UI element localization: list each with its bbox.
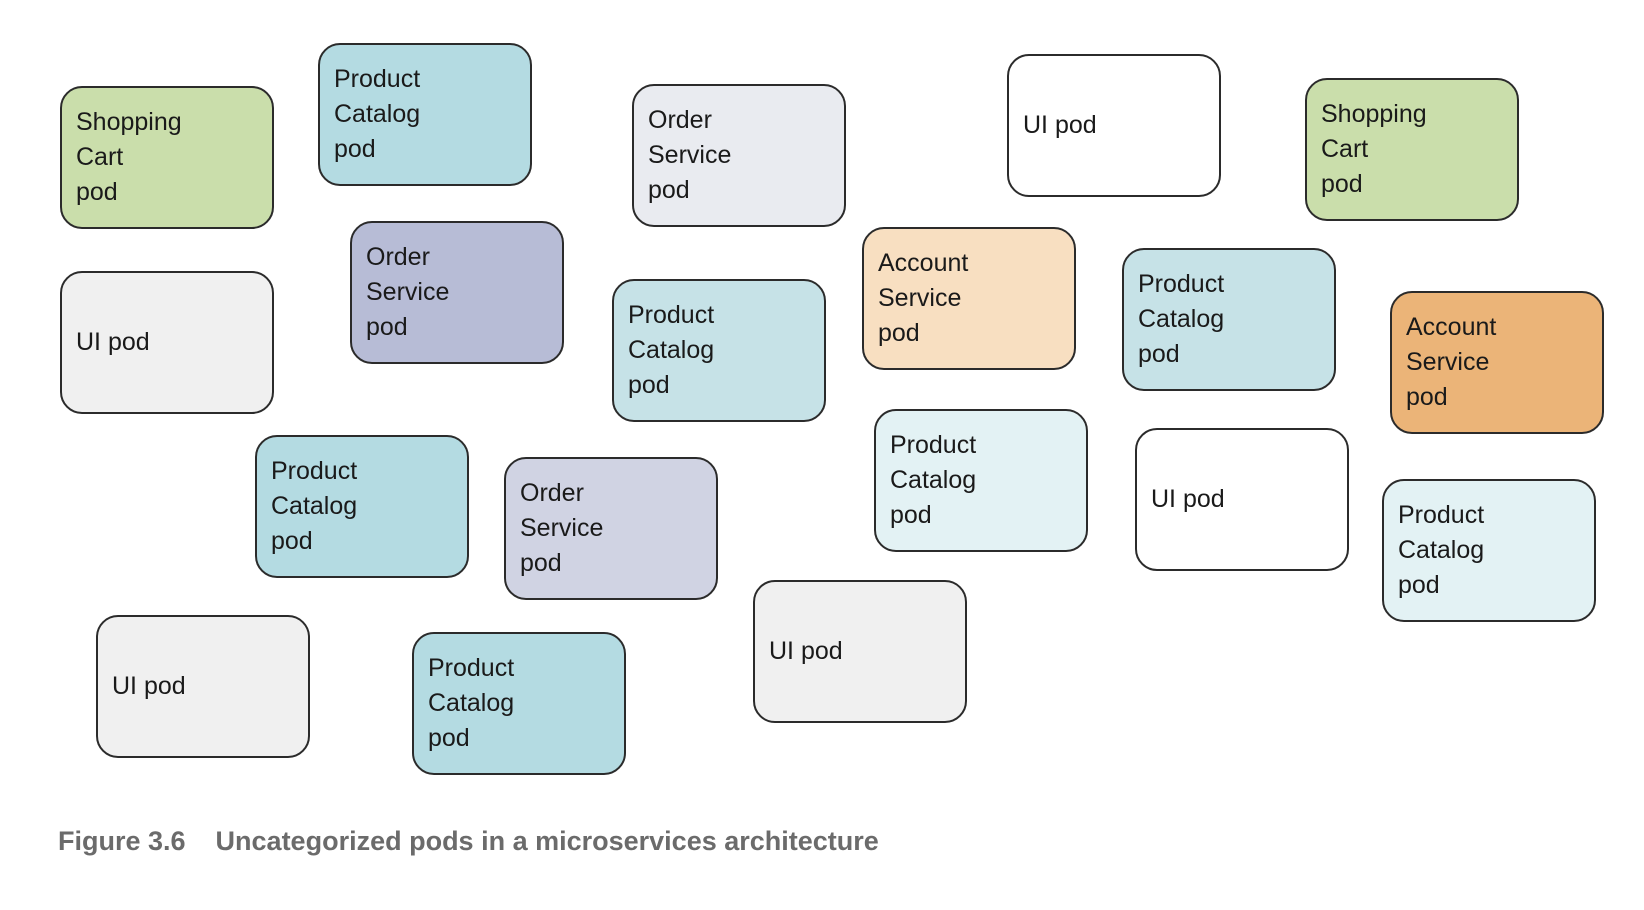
pod-label: UI pod <box>112 672 186 700</box>
pod-label: Product Catalog pod <box>890 431 977 529</box>
product-catalog-pod: Product Catalog pod <box>874 409 1088 552</box>
product-catalog-pod: Product Catalog pod <box>612 279 826 422</box>
pod-label: Order Service pod <box>520 479 604 577</box>
pod-label: UI pod <box>76 328 150 356</box>
ui-pod: UI pod <box>60 271 274 414</box>
order-service-pod: Order Service pod <box>504 457 718 600</box>
order-service-pod: Order Service pod <box>632 84 846 227</box>
pod-label: Account Service pod <box>878 249 969 347</box>
figure-caption-text: Uncategorized pods in a microservices ar… <box>215 826 879 856</box>
pod-label: Product Catalog pod <box>334 65 421 163</box>
account-service-pod: Account Service pod <box>862 227 1076 370</box>
pod-label: Product Catalog pod <box>271 457 358 555</box>
pod-label: Shopping Cart pod <box>1321 100 1427 198</box>
shopping-cart-pod: Shopping Cart pod <box>1305 78 1519 221</box>
pod-label: Product Catalog pod <box>428 654 515 752</box>
product-catalog-pod: Product Catalog pod <box>1382 479 1596 622</box>
ui-pod: UI pod <box>1007 54 1221 197</box>
account-service-pod: Account Service pod <box>1390 291 1604 434</box>
pod-label: Product Catalog pod <box>1398 501 1485 599</box>
pod-label: Product Catalog pod <box>1138 270 1225 368</box>
pod-label: Order Service pod <box>366 243 450 341</box>
product-catalog-pod: Product Catalog pod <box>1122 248 1336 391</box>
order-service-pod: Order Service pod <box>350 221 564 364</box>
pod-label: Order Service pod <box>648 106 732 204</box>
pod-label: Shopping Cart pod <box>76 108 182 206</box>
ui-pod: UI pod <box>753 580 967 723</box>
pod-label: UI pod <box>1023 111 1097 139</box>
figure-caption: Figure 3.6 Uncategorized pods in a micros… <box>58 826 879 857</box>
pod-label: Product Catalog pod <box>628 301 715 399</box>
ui-pod: UI pod <box>96 615 310 758</box>
ui-pod: UI pod <box>1135 428 1349 571</box>
product-catalog-pod: Product Catalog pod <box>412 632 626 775</box>
product-catalog-pod: Product Catalog pod <box>255 435 469 578</box>
product-catalog-pod: Product Catalog pod <box>318 43 532 186</box>
figure-number: Figure 3.6 <box>58 826 186 856</box>
pod-label: UI pod <box>769 637 843 665</box>
pod-label: Account Service pod <box>1406 313 1497 411</box>
pod-label: UI pod <box>1151 485 1225 513</box>
shopping-cart-pod: Shopping Cart pod <box>60 86 274 229</box>
